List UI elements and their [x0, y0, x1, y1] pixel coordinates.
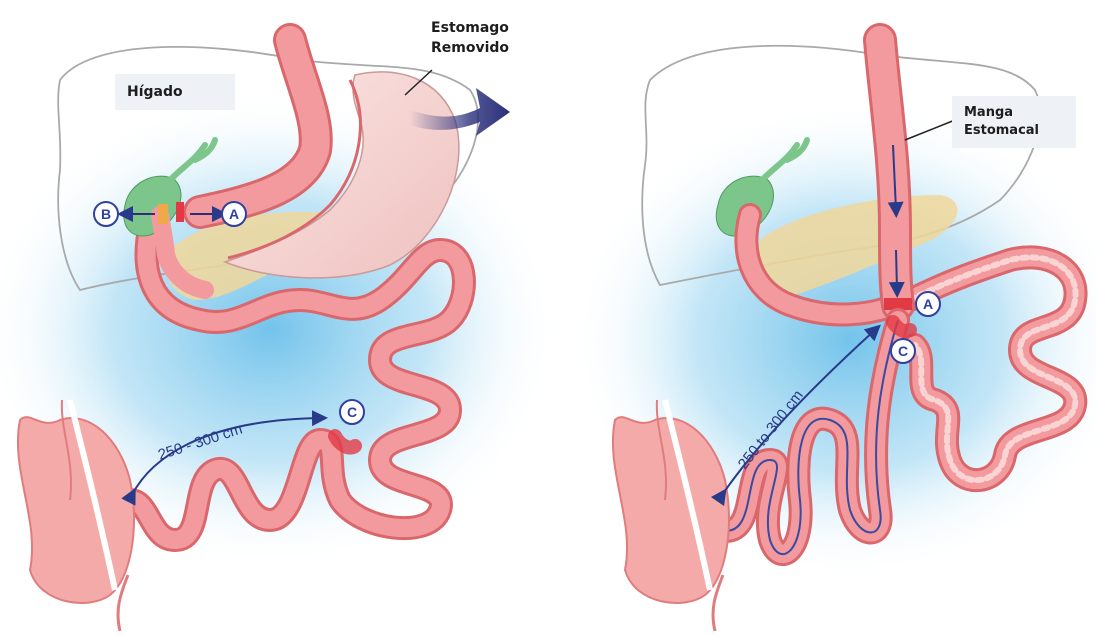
sleeve-label-line2: Estomacal [964, 122, 1064, 140]
removed-label-line2: Removido [420, 38, 520, 58]
marker-b-left: B [94, 202, 118, 226]
marker-a-left: A [222, 202, 246, 226]
svg-text:C: C [898, 343, 908, 359]
sleeve-label-line1: Manga [964, 104, 1064, 122]
cut-mark-b [158, 204, 168, 224]
svg-text:B: B [101, 206, 111, 222]
liver-label-text: Hígado [127, 84, 183, 100]
removed-label-line1: Estomago [420, 18, 520, 38]
sleeve-label: Manga Estomacal [952, 96, 1076, 148]
left-panel: 250 - 300 cm B A C [0, 40, 560, 631]
liver-label: Hígado [115, 74, 235, 110]
svg-text:A: A [229, 206, 239, 222]
svg-text:C: C [347, 404, 357, 420]
svg-text:A: A [923, 296, 933, 312]
marker-c-right: C [891, 339, 915, 363]
removed-stomach-label: Estomago Removido [420, 18, 520, 58]
cut-mark-a [176, 202, 184, 222]
marker-a-right: A [916, 292, 940, 316]
marker-c-left: C [340, 400, 364, 424]
